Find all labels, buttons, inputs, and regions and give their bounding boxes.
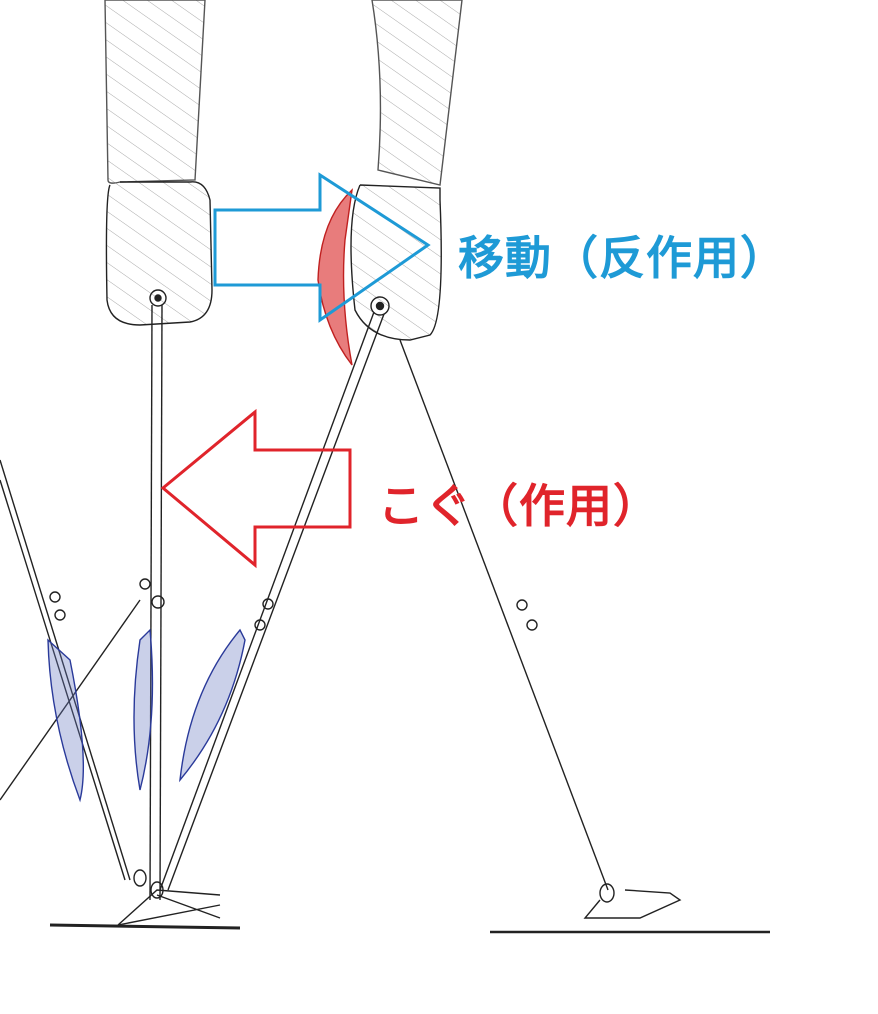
left-body — [104, 0, 213, 901]
arrow-rowing — [160, 408, 352, 569]
label-movement: 移動（反作用） — [458, 231, 787, 285]
right-body — [159, 0, 682, 919]
muscles-blue — [47, 628, 246, 803]
arrow-movement — [213, 172, 431, 323]
muscle-red — [317, 188, 353, 366]
left-leg-poles — [0, 459, 770, 934]
label-rowing: こぐ（作用） — [378, 479, 660, 533]
